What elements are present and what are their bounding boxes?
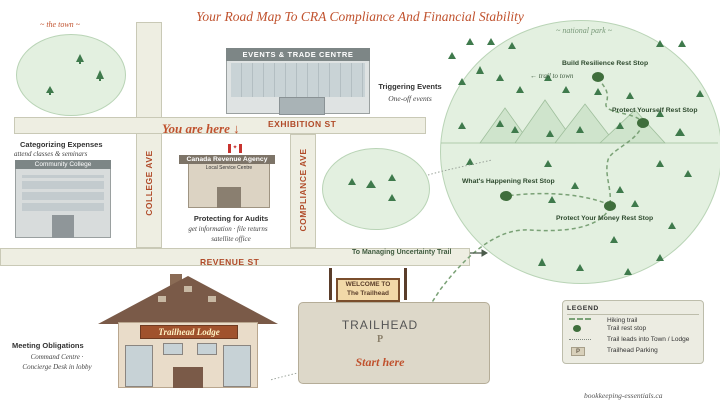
welcome-sign-post-left (329, 268, 332, 300)
college-ave-road (136, 22, 162, 248)
rest-stop-dots (500, 72, 649, 211)
town-area (16, 34, 126, 116)
whats-happening-stop-label: What's Happening Rest Stop (462, 178, 555, 185)
exhibition-st-label: EXHIBITION ST (268, 119, 337, 129)
footer-credit[interactable]: bookkeeping-essentials.ca (584, 391, 663, 400)
grove-area (322, 148, 430, 230)
national-park-label: ~ national park ~ (556, 26, 612, 35)
events-centre-label: Triggering Events (378, 82, 442, 91)
arrow-icon (470, 249, 488, 257)
college-sign: Community College (15, 160, 111, 169)
protect-money-stop-label: Protect Your Money Rest Stop (556, 215, 654, 222)
cra-sign: Canada Revenue Agency (179, 155, 275, 164)
uncertainty-trail-label: To Managing Uncertainty Trail (352, 249, 452, 256)
trailhead-title: TRAILHEAD (341, 318, 419, 332)
you-are-here-marker: You are here ↓ (162, 121, 240, 136)
legend-item-label: Trail leads into Town / Lodge (607, 336, 690, 343)
events-centre-sub: One-off events (388, 94, 432, 103)
trailhead-parking-area (298, 302, 490, 384)
exhibition-st-road (14, 117, 426, 134)
events-centre-sign: EVENTS & TRADE CENTRE (226, 48, 370, 61)
lodge-window-left (125, 345, 153, 387)
college-door (52, 215, 74, 238)
events-centre-door (279, 97, 325, 115)
lodge-window-right (223, 345, 251, 387)
welcome-sign: WELCOME TO The Trailhead (336, 278, 400, 302)
legend-item-label: Trailhead Parking (607, 347, 658, 354)
cra-door (217, 187, 241, 208)
protect-yourself-stop-label: Protect Yourself Rest Stop (612, 107, 698, 114)
lodge-label: Meeting Obligations (12, 341, 84, 350)
cra-building (188, 158, 270, 208)
welcome-sign-post-right (404, 268, 407, 300)
college-label: Categorizing Expenses (20, 140, 103, 149)
cra-sub-line2: satellite office (211, 235, 251, 243)
college-building (15, 160, 111, 238)
lodge-sign: Trailhead Lodge (140, 325, 238, 339)
parking-sign-icon: P (571, 347, 585, 356)
lodge-window-top-left (163, 343, 183, 355)
mountains (479, 99, 666, 144)
legend-item-label: Trail rest stop (607, 325, 647, 332)
revenue-st-label: REVENUE ST (200, 257, 260, 267)
town-label: ~ the town ~ (40, 20, 80, 29)
cra-sub-sign: Local Service Centre (205, 165, 253, 171)
college-windows (22, 175, 104, 211)
events-centre-windows (231, 63, 365, 97)
cra-sub-line1: get information · file returns (188, 225, 268, 233)
dashed-line-icon (569, 318, 591, 320)
compliance-ave-road (290, 134, 316, 248)
welcome-sign-line1: WELCOME TO (345, 281, 391, 288)
parking-sign-icon: P (376, 334, 384, 345)
start-here-label: Start here (355, 355, 405, 369)
lodge-sub-line1: Command Centre · (30, 353, 84, 361)
lodge-sub-line2: Concierge Desk in lobby (22, 363, 92, 371)
trees (46, 38, 704, 275)
rest-stop-dot-icon (573, 325, 581, 332)
welcome-sign-line2: The Trailhead (347, 290, 389, 297)
lodge-door (173, 367, 203, 388)
lodge-roof (98, 274, 278, 324)
college-sub: attend classes & seminars (14, 150, 88, 158)
trail-to-town-label: ← trail to town (530, 72, 574, 80)
legend-divider (567, 314, 699, 315)
legend-box: LEGEND Hiking trail Trail rest stop Trai… (562, 300, 704, 364)
build-resilience-stop-label: Build Resilience Rest Stop (562, 60, 649, 67)
page-title: Your Road Map To CRA Compliance And Fina… (196, 9, 524, 24)
dotted-line-icon (569, 339, 591, 340)
legend-item-label: Hiking trail (607, 317, 638, 324)
flag-icon: ✦ (228, 144, 242, 153)
legend-title: LEGEND (567, 305, 599, 312)
national-park-area (440, 20, 720, 284)
lodge-window-top-right (197, 343, 217, 355)
cra-label: Protecting for Audits (193, 214, 269, 223)
